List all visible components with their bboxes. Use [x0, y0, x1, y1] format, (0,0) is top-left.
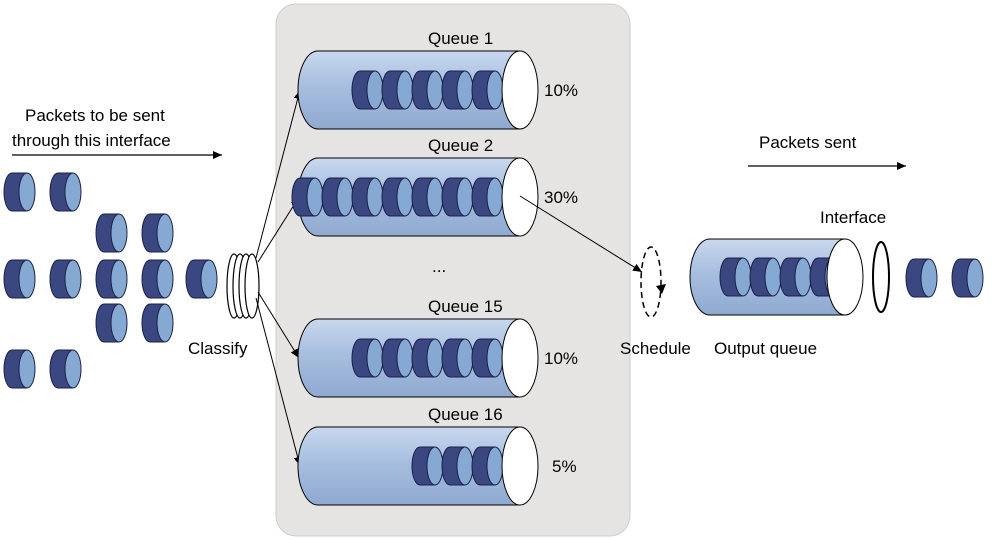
incoming-packet: [49, 172, 82, 212]
queue-packet: [291, 177, 324, 217]
queue-2: Queue 2 30%: [291, 136, 578, 237]
queue-weight: 10%: [544, 349, 578, 368]
incoming-packet: [3, 349, 36, 389]
output-queue-packet: [749, 257, 782, 297]
incoming-packet: [95, 259, 128, 299]
queue-packet: [411, 70, 444, 110]
arrow-to-queue-16: [255, 297, 302, 467]
incoming-packet: [141, 213, 174, 253]
queue-name: Queue 2: [428, 136, 493, 155]
queue-open-end: [501, 157, 539, 237]
arrow-to-queue-15: [257, 291, 300, 359]
queue-packet: [441, 446, 474, 486]
queue-packet: [351, 177, 384, 217]
packets-sent-label: Packets sent: [759, 133, 857, 152]
queue-ellipsis: ...: [432, 257, 446, 276]
schedule-arrow: [519, 195, 643, 273]
incoming-packet: [49, 259, 82, 299]
output-queue-open-end: [826, 238, 864, 316]
incoming-packet: [141, 259, 174, 299]
interface-icon: [872, 241, 890, 313]
queue-packet: [411, 446, 444, 486]
queue-list: Queue 1 10% Queue 2 30% Queue 15 10% Queue 16 5…: [291, 29, 578, 506]
interface-label: Interface: [820, 208, 886, 227]
queue-packet: [381, 177, 414, 217]
queue-weight: 10%: [544, 81, 578, 100]
arrow-to-queue-1: [255, 89, 302, 259]
scheduler-icon: [640, 246, 666, 318]
output-queue-packet: [719, 257, 752, 297]
queue-packet: [351, 338, 384, 378]
classification-arrows: [255, 89, 302, 467]
queue-4: Queue 16 5%: [297, 405, 577, 506]
queue-packet: [381, 338, 414, 378]
incoming-label-line1: Packets to be sent: [25, 106, 165, 125]
queue-packet: [321, 177, 354, 217]
queue-1: Queue 1 10%: [297, 29, 578, 130]
incoming-packet: [3, 172, 36, 212]
queues-panel: [275, 3, 631, 537]
incoming-packet: [95, 213, 128, 253]
queue-name: Queue 16: [428, 405, 503, 424]
incoming-packet: [185, 259, 218, 299]
output-queue-label: Output queue: [714, 339, 817, 358]
output-queue: [689, 238, 864, 316]
sent-packets: [905, 258, 984, 298]
queue-open-end: [501, 426, 539, 506]
queue-packet: [471, 338, 504, 378]
queue-packet: [381, 70, 414, 110]
queue-open-end: [501, 318, 539, 398]
classify-label: Classify: [188, 339, 248, 358]
incoming-packets: [3, 172, 218, 389]
queue-name: Queue 1: [428, 29, 493, 48]
queue-packet: [471, 177, 504, 217]
queue-3: Queue 15 10%: [297, 297, 578, 398]
incoming-packet: [49, 349, 82, 389]
queue-name: Queue 15: [428, 297, 503, 316]
queue-weight: 5%: [552, 457, 577, 476]
queue-packet: [351, 70, 384, 110]
arrow-to-queue-2: [257, 196, 300, 263]
output-queue-packet: [779, 257, 812, 297]
sent-packet: [951, 258, 984, 298]
schedule-label: Schedule: [620, 339, 691, 358]
queue-packet: [411, 177, 444, 217]
queue-packet: [471, 446, 504, 486]
queue-packet: [441, 338, 474, 378]
classifier-icon: [226, 253, 260, 319]
queue-packet: [411, 338, 444, 378]
queue-packet: [441, 70, 474, 110]
sent-packet: [905, 258, 938, 298]
queue-open-end: [501, 50, 539, 130]
queue-packet: [441, 177, 474, 217]
queue-weight: 30%: [544, 188, 578, 207]
queue-packet: [471, 70, 504, 110]
incoming-packet: [3, 259, 36, 299]
incoming-label-line2: through this interface: [12, 131, 171, 150]
incoming-packet: [141, 303, 174, 343]
incoming-packet: [95, 303, 128, 343]
